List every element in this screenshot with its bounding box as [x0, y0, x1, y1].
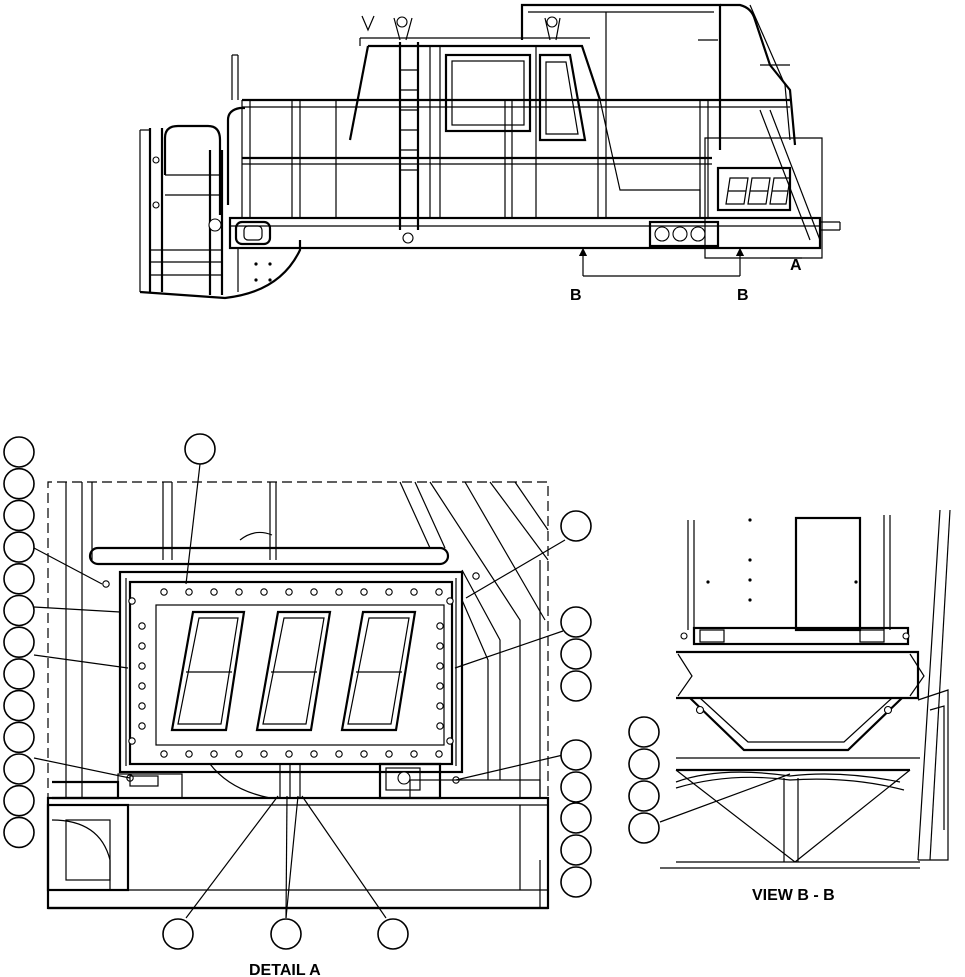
panel-bolt	[185, 750, 193, 758]
panel-bolt	[360, 588, 368, 596]
panel-bolt	[436, 702, 444, 710]
panel-bolt	[138, 702, 146, 710]
detail-a-callout-left-1	[3, 436, 35, 468]
panel-bolt	[138, 622, 146, 630]
panel-bolt	[235, 750, 243, 758]
panel-bolt	[410, 750, 418, 758]
panel-bolt	[128, 597, 136, 605]
panel-bolt	[360, 750, 368, 758]
panel-bolt	[310, 750, 318, 758]
panel-bolt	[436, 662, 444, 670]
detail-a-callout-right-2	[560, 606, 592, 638]
panel-bolt	[210, 588, 218, 596]
panel-bolt	[160, 588, 168, 596]
panel-bolt	[436, 642, 444, 650]
panel-bolts	[102, 572, 480, 784]
detail-a-callout-left-6	[3, 594, 35, 627]
detail-a-callout-bottom-3	[377, 918, 409, 950]
detail-a-callout-right-9	[560, 866, 592, 898]
detail-a-callout-right-7	[560, 802, 592, 834]
cab-ladder	[398, 42, 420, 244]
callout-bubbles	[3, 433, 660, 950]
panel-bolt	[446, 737, 454, 745]
detail-a-callout-left-8	[3, 658, 35, 690]
panel-bolt	[128, 737, 136, 745]
detail-a-callout-left-12	[3, 784, 35, 817]
operator-cab	[348, 15, 701, 218]
view-bb-callout-4	[628, 812, 660, 844]
detail-a-callout-left-2	[3, 467, 35, 500]
detail-a-callout-top-1	[184, 433, 216, 465]
panel-bolt	[185, 588, 193, 596]
detail-a-leaders	[33, 463, 566, 919]
panel-bolt	[260, 750, 268, 758]
view-bb-callout-2	[628, 748, 660, 780]
detail-a-callout-right-6	[560, 771, 592, 803]
panel-bolt	[235, 588, 243, 596]
view-bb-title: VIEW B - B	[752, 887, 835, 904]
view-bb	[660, 509, 951, 869]
detail-a-callout-bottom-1	[162, 918, 194, 950]
panel-bolt	[436, 722, 444, 730]
panel-bolt	[285, 588, 293, 596]
panel-bolt	[260, 588, 268, 596]
machine-side-view	[139, 3, 841, 300]
detail-a-callout-right-4	[560, 670, 592, 702]
detail-a-callout-left-13	[3, 816, 35, 849]
detail-a-view	[46, 481, 550, 910]
detail-a-callout-right-5	[560, 739, 592, 771]
detail-a-callout-left-3	[3, 499, 35, 532]
panel-bolt	[138, 642, 146, 650]
detail-a-title: DETAIL A	[249, 962, 321, 977]
panel-bolt	[472, 572, 480, 580]
section-b-left-label: B	[570, 287, 582, 304]
panel-bolt	[436, 682, 444, 690]
panel-bolt	[160, 750, 168, 758]
panel-bolt	[138, 662, 146, 670]
view-bb-callout-3	[628, 780, 660, 812]
panel-bolt	[335, 750, 343, 758]
digital-display-panel	[128, 580, 454, 766]
panel-bolt	[138, 682, 146, 690]
view-bb-leaders	[659, 773, 791, 823]
view-bb-callout-1	[628, 716, 660, 748]
section-a-label: A	[790, 257, 802, 274]
section-b-right-label: B	[737, 287, 749, 304]
panel-bolt	[310, 588, 318, 596]
detail-a-callout-left-9	[3, 689, 35, 722]
detail-a-callout-left-11	[3, 753, 35, 785]
detail-a-callout-right-8	[560, 834, 592, 866]
panel-bolt	[436, 622, 444, 630]
panel-bolt	[285, 750, 293, 758]
detail-a-callout-bottom-2	[270, 918, 302, 950]
panel-bolt	[102, 580, 110, 588]
detail-a-callout-left-7	[3, 626, 35, 659]
panel-bolt	[385, 750, 393, 758]
display-panel-elevation	[716, 166, 792, 212]
deck-handrail	[226, 54, 790, 218]
panel-bolt	[138, 722, 146, 730]
detail-a-callout-right-1	[560, 510, 592, 542]
panel-bolt	[446, 597, 454, 605]
detail-a-callout-left-10	[3, 721, 35, 754]
section-indicators	[578, 247, 802, 277]
detail-a-callout-right-3	[560, 638, 592, 670]
front-ladder	[140, 124, 224, 295]
panel-bolt	[385, 588, 393, 596]
panel-bolt	[410, 588, 418, 596]
panel-bolt	[435, 750, 443, 758]
panel-bolt	[335, 588, 343, 596]
panel-bolt	[210, 750, 218, 758]
detail-a-callout-left-5	[3, 562, 35, 595]
panel-bolt	[435, 588, 443, 596]
detail-a-callout-left-4	[3, 531, 35, 563]
rear-cabinet	[520, 3, 821, 241]
